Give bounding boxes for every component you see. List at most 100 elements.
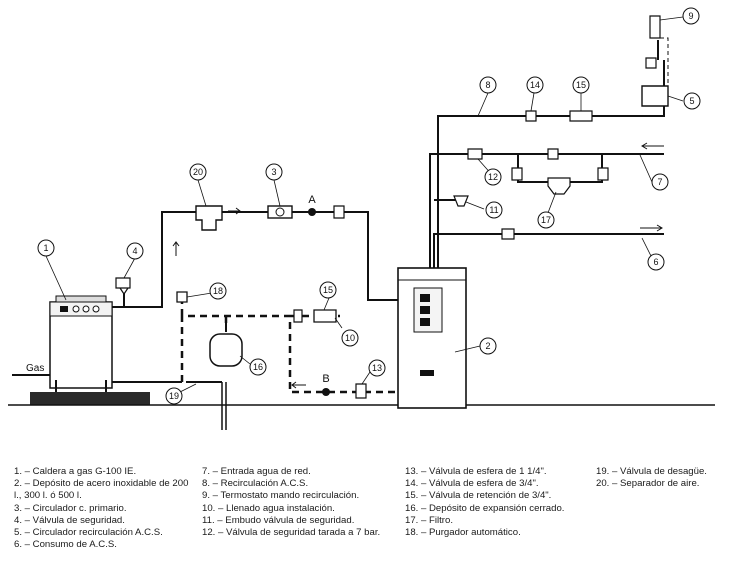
callout-10: 10 (341, 329, 359, 347)
check-valve-filling (313, 309, 337, 323)
callout-18: 18 (209, 282, 227, 300)
legend-item-12: 12. – Válvula de seguridad tarada a 7 ba… (202, 527, 381, 539)
callout-4: 4 (126, 242, 144, 260)
thermostat-wire (660, 37, 669, 90)
flow-arrow-left (291, 381, 306, 389)
legend-item-13: 13. – Válvula de esfera de 1 1/4". (405, 466, 547, 477)
air-purger (176, 291, 188, 303)
svg-text:16: 16 (253, 362, 263, 372)
legend-column-4: 19. – Válvula de desagüe. 20. – Separado… (596, 466, 736, 490)
callout-17: 17 (537, 211, 555, 229)
valve-near-5 (645, 57, 657, 69)
floor-hatch (30, 392, 150, 405)
svg-text:5: 5 (689, 96, 694, 106)
point-b-label: B (322, 373, 329, 385)
legend-column-1: 1. – Caldera a gas G-100 IE. 2. – Depósi… (14, 466, 189, 551)
callout-6: 6 (647, 253, 665, 271)
svg-text:11: 11 (489, 205, 498, 215)
svg-text:20: 20 (193, 167, 203, 177)
svg-text:1: 1 (43, 243, 48, 253)
callout-15-top: 15 (572, 76, 590, 94)
flow-arrow-right (228, 207, 241, 215)
bypass-valve-left (511, 167, 523, 181)
callout-20: 20 (189, 163, 207, 181)
expansion-vessel (209, 322, 243, 367)
recirc-circulator-5 (641, 85, 669, 107)
legend-item-7: 7. – Entrada agua de red. (202, 466, 311, 477)
legend: 1. – Caldera a gas G-100 IE. 2. – Depósi… (0, 466, 739, 569)
svg-text:8: 8 (485, 80, 490, 90)
point-b-dot (322, 388, 330, 396)
legend-item-10: 10. – Llenado agua instalación. (202, 502, 335, 514)
flow-arrow-inlet (641, 142, 664, 150)
leader-lines (45, 16, 684, 396)
svg-text:4: 4 (132, 246, 137, 256)
callout-19: 19 (165, 387, 183, 405)
valve-near-a (333, 205, 345, 219)
legend-item-3: 3. – Circulador c. primario. (14, 502, 127, 514)
legend-item-17: 17. – Filtro. (405, 514, 453, 526)
svg-text:15: 15 (576, 80, 586, 90)
callout-13: 13 (368, 359, 386, 377)
svg-text:15: 15 (323, 285, 333, 295)
installation-schematic: Gas A B (8, 7, 715, 430)
legend-item-5: 5. – Circulador recirculación A.C.S. (14, 527, 163, 539)
point-a-dot (308, 208, 316, 216)
legend-item-15: 15. – Válvula de retención de 3/4". (405, 490, 552, 502)
callout-9: 9 (682, 7, 700, 25)
legend-item-16: 16. – Depósito de expansión cerrado. (405, 502, 565, 514)
legend-item-9: 9. – Termostato mando recirculación. (202, 490, 360, 502)
callout-5: 5 (683, 92, 701, 110)
callout-8: 8 (479, 76, 497, 94)
legend-column-3: 13. – Válvula de esfera de 1 1/4". 14. –… (405, 466, 590, 539)
callout-16: 16 (249, 358, 267, 376)
thermostat-9 (649, 15, 661, 39)
legend-item-11: 11. – Embudo válvula de seguridad. (202, 514, 355, 526)
storage-tank (397, 267, 467, 409)
callout-3: 3 (265, 163, 283, 181)
legend-column-2: 7. – Entrada agua de red. 8. – Recircula… (202, 466, 397, 539)
funnel-11 (453, 195, 469, 207)
point-a-label: A (308, 194, 316, 206)
ball-valve-13 (355, 383, 367, 399)
valve-top-right (547, 148, 559, 160)
callout-15-bottom: 15 (319, 281, 337, 299)
dhw-outlet-pipes (429, 115, 664, 268)
legend-item-8: 8. – Recirculación A.C.S. (202, 478, 309, 490)
legend-item-18: 18. – Purgador automático. (405, 527, 521, 539)
gas-label: Gas (26, 363, 44, 374)
primary-flow-pipe (112, 211, 398, 308)
safety-valve-12 (467, 148, 483, 160)
legend-item-4: 4. – Válvula de seguridad. (14, 514, 125, 526)
svg-text:13: 13 (372, 363, 382, 373)
check-valve-15 (569, 110, 593, 122)
svg-text:19: 19 (169, 391, 179, 401)
svg-text:6: 6 (653, 257, 658, 267)
svg-text:7: 7 (657, 177, 662, 187)
svg-text:18: 18 (213, 286, 223, 296)
primary-circulator (267, 205, 293, 219)
air-separator (195, 205, 223, 231)
legend-item-6: 6. – Consumo de A.C.S. (14, 539, 117, 551)
expansion-circuit-dashed (180, 300, 398, 394)
svg-text:9: 9 (688, 11, 693, 21)
flow-arrow-consumption (640, 224, 663, 232)
svg-text:2: 2 (485, 341, 490, 351)
boiler (49, 295, 113, 392)
ball-valve-filling (293, 309, 303, 323)
svg-text:3: 3 (271, 167, 276, 177)
ball-valve-14 (525, 110, 537, 122)
svg-text:12: 12 (488, 172, 498, 182)
safety-valve-4 (115, 277, 131, 296)
svg-text:17: 17 (541, 215, 551, 225)
recirculation-pipe (438, 40, 665, 117)
consumption-valve (501, 228, 515, 240)
legend-item-14: 14. – Válvula de esfera de 3/4". (405, 478, 539, 490)
callout-14: 14 (526, 76, 544, 94)
legend-item-1: 1. – Caldera a gas G-100 IE. (14, 466, 137, 477)
svg-text:10: 10 (345, 333, 355, 343)
callout-1: 1 (37, 239, 55, 257)
callout-11: 11 (485, 201, 503, 219)
legend-item-19: 19. – Válvula de desagüe. (596, 466, 707, 477)
svg-text:14: 14 (530, 80, 540, 90)
